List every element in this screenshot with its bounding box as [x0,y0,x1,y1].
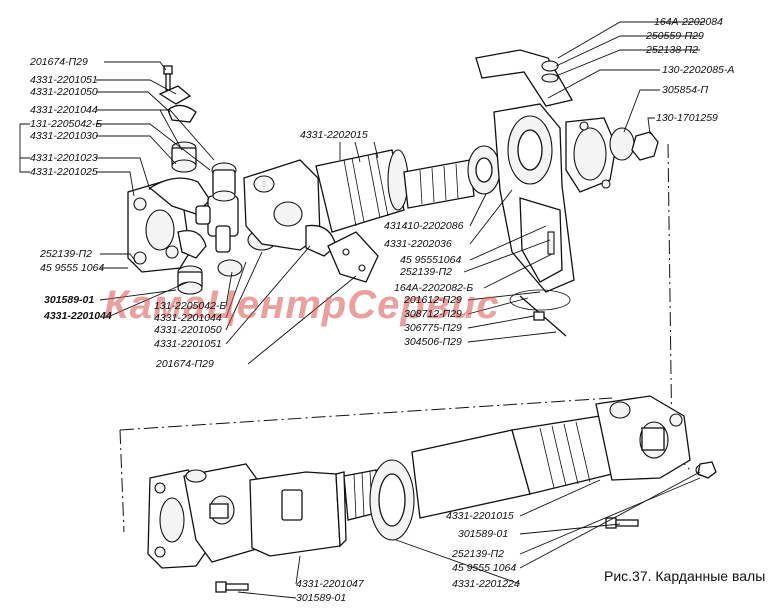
bearing-cap-bottom [177,265,203,295]
label-4331-2201044-left: 4331-2201044 [43,310,112,322]
label-164a-2202084: 164А-2202084 [654,16,723,28]
label-301589-01-lower-right: 301589-01 [458,528,508,540]
bearing-ring-inner [475,157,493,183]
label-131-2205042-b-mid: 131-2205042-Б [154,300,226,312]
label-4331-2201050-mid: 4331-2201050 [154,324,222,336]
label-305854-p: 305854-П [662,84,709,96]
lower-assembly [119,143,717,593]
bolt-top [158,65,197,123]
label-201674-p29-top: 201674-П29 [29,56,88,68]
label-252139-p2-left: 252139-П2 [39,248,92,260]
lower-sleeve-boot [411,415,613,519]
label-130-1701259: 130-1701259 [656,112,718,124]
part-labels: 164А-2202084 250559-П29 252138-П2 130-22… [29,16,734,604]
label-4331-2201023: 4331-2201023 [30,152,98,164]
label-4331-2201044-top: 4331-2201044 [30,104,98,116]
lower-right-yoke [595,395,691,481]
label-4331-2201047: 4331-2201047 [296,578,365,590]
cross-spider [195,162,239,253]
watermark-text: КамаЦентрСервис [104,283,500,327]
label-4331-2201050-top: 4331-2201050 [30,86,98,98]
label-308712-p29: 308712-П29 [404,308,462,320]
label-4331-2201015: 4331-2201015 [446,510,514,522]
label-45-9555-1064-left: 45 9555 1064 [40,262,104,274]
label-304506-p29: 304506-П29 [404,336,462,348]
label-45-9555-1064-lower: 45 9555 1064 [452,562,516,574]
label-201674-p29-mid: 201674-П29 [155,358,214,370]
label-4331-2201030: 4331-2201030 [30,130,98,142]
middle-yoke [243,159,337,257]
lower-main-tube [249,469,381,557]
clamp-loop [509,289,571,337]
lower-spline-ring-inner [378,473,406,527]
top-mounting-bracket [475,49,573,107]
label-4331-2201051-mid: 4331-2201051 [154,338,222,350]
figure-caption: Рис.37. Карданные валы [604,568,765,584]
label-131-2205042-b-top: 131-2205042-Б [30,118,102,130]
label-301589-01-left: 301589-01 [44,294,94,306]
leader-lines [19,21,705,599]
label-306775-p29: 306775-П29 [404,322,462,334]
label-45-95551064-upper: 45 95551064 [400,254,461,266]
label-201612-p29: 201612-П29 [403,294,462,306]
lower-bolt-right [605,517,639,529]
label-252139-p2-lower: 252139-П2 [451,548,504,560]
bearing-cap-top [171,141,197,173]
seal-ring-small [217,259,243,277]
label-250559-p29: 250559-П29 [645,30,704,42]
label-301589-01-lower-left: 301589-01 [296,592,346,604]
label-4331-2201044-mid: 4331-2201044 [154,312,222,324]
lower-bolt-left [215,581,249,593]
left-flange-yoke [127,177,211,273]
label-130-2202085-a: 130-2202085-А [662,64,734,76]
flange-nut [631,131,659,161]
companion-flange [565,117,617,193]
label-4331-2202036: 4331-2202036 [384,238,452,250]
label-252138-p2: 252138-П2 [645,44,698,56]
splined-shaft-tube [315,149,475,233]
label-252139-p2-upper: 252139-П2 [399,266,452,278]
upper-assembly [127,49,659,337]
lower-right-nut [697,461,717,479]
intermediate-support-housing [493,103,575,293]
label-4331-2201224: 4331-2201224 [452,578,520,590]
label-164a-2202082-b: 164А-2202082-Б [394,282,473,294]
support-bracket-plate [327,231,379,283]
flange-washer [609,127,635,161]
label-4331-2201051-top: 4331-2201051 [30,74,98,86]
label-431410-2202086: 431410-2202086 [384,220,464,232]
label-4331-2201025: 4331-2201025 [30,166,98,178]
label-4331-2202015: 4331-2202015 [300,129,368,141]
